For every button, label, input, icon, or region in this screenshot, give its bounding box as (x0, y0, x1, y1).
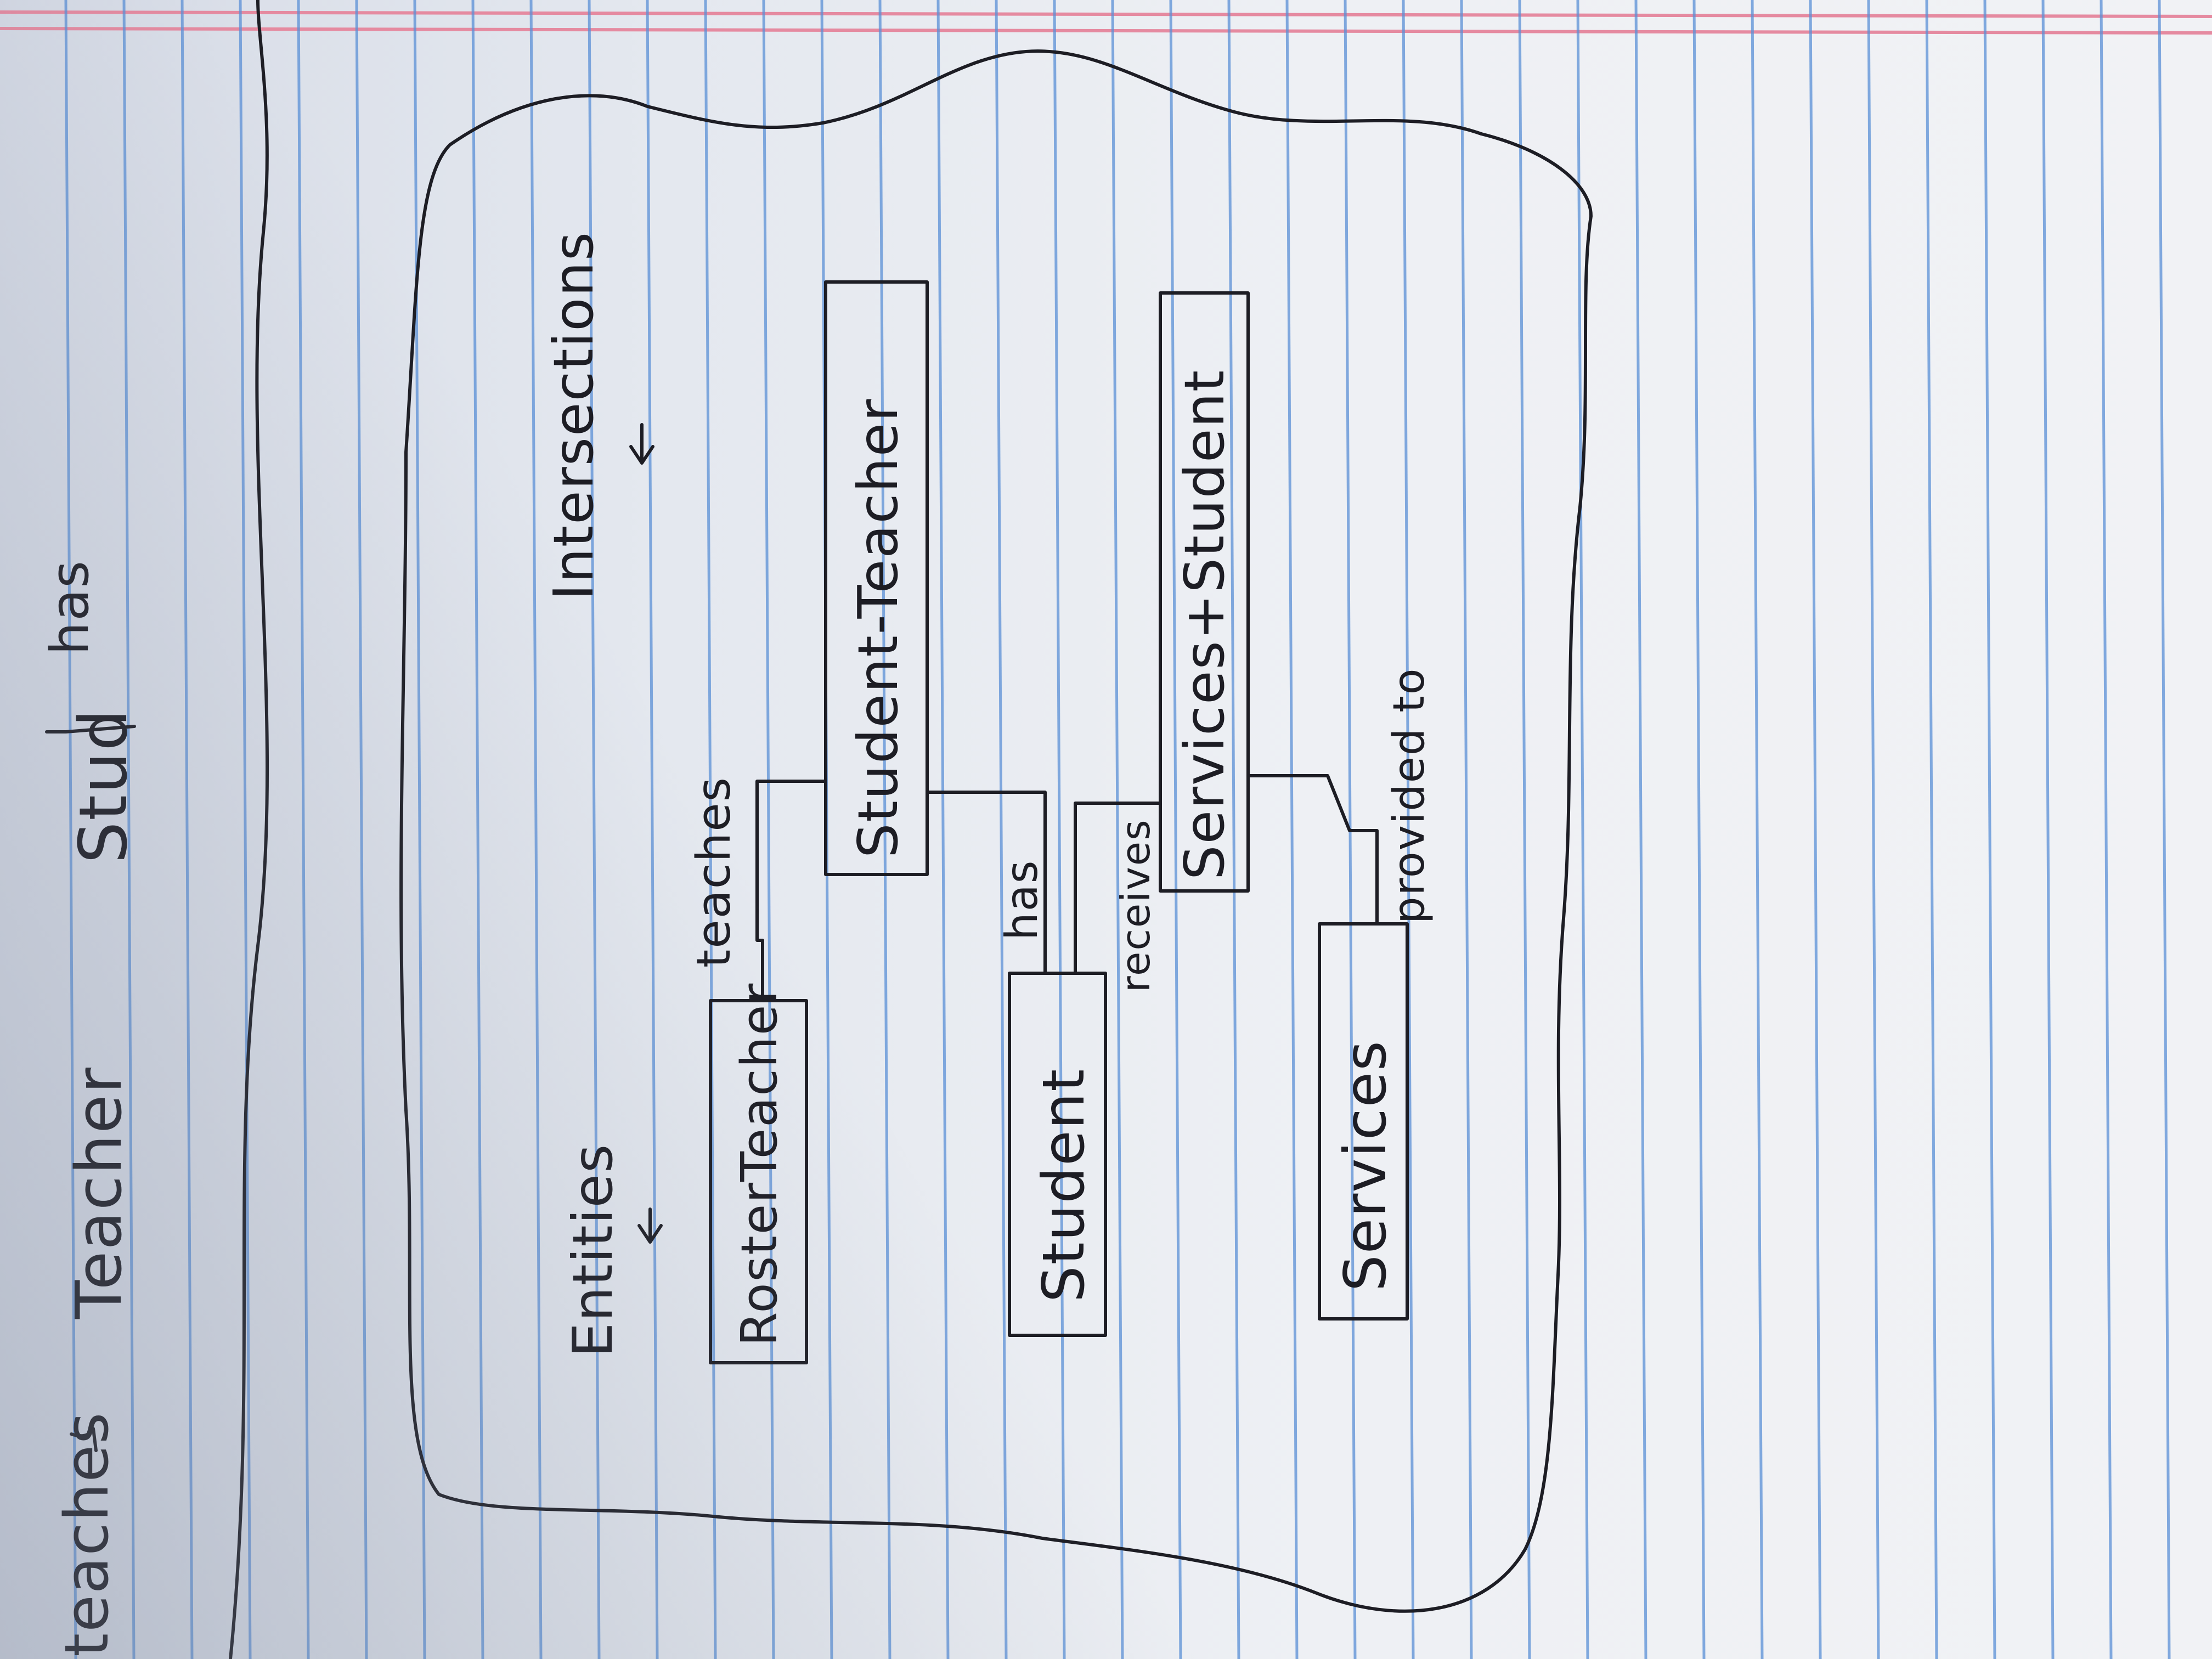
note-teaches: teaches (52, 1412, 122, 1657)
ruled-line (1751, 0, 1764, 1659)
entity-box-student (1008, 972, 1107, 1337)
intersection-box-student-teacher (824, 280, 929, 876)
ruled-line (122, 0, 136, 1659)
relationship-label-teaches: teaches (687, 776, 741, 968)
ruled-line (239, 0, 252, 1659)
ruled-line (878, 0, 891, 1659)
ruled-line (529, 0, 543, 1659)
bracket-has (45, 725, 136, 733)
ruled-line (762, 0, 775, 1659)
intersection-label-services-student: Services+Student (1172, 369, 1237, 880)
ruled-line (1692, 0, 1706, 1659)
ruled-line (2158, 0, 2171, 1659)
ruled-line (471, 0, 484, 1659)
ruled-line (995, 0, 1008, 1659)
note-stud: Stud (66, 708, 142, 864)
ruled-line (180, 0, 194, 1659)
ruled-line (704, 0, 717, 1659)
ruled-line (2100, 0, 2113, 1659)
ruled-line (1518, 0, 1531, 1659)
ruled-line (1576, 0, 1589, 1659)
heading-entities: Entities (561, 1143, 625, 1357)
margin-line (0, 10, 2212, 18)
intersection-box-services-student (1159, 291, 1250, 893)
left-sweep-stroke (229, 0, 269, 1659)
ruled-line (936, 0, 950, 1659)
ruled-line (1169, 0, 1182, 1659)
entity-box-services (1318, 922, 1409, 1321)
ruled-line (646, 0, 659, 1659)
intersection-label-student-teacher: Student-Teacher (846, 398, 910, 858)
connector-has (926, 791, 1047, 975)
ruled-line (297, 0, 310, 1659)
ruled-line (1983, 0, 1996, 1659)
heading-intersections: Intersections (541, 231, 606, 600)
relationship-label-receives: receives (1113, 819, 1159, 992)
ruled-line (1460, 0, 1473, 1659)
ruled-line (1285, 0, 1299, 1659)
connector-receives (1074, 802, 1162, 975)
relationship-label-has: has (996, 860, 1047, 940)
ruled-line (1867, 0, 1880, 1659)
ruled-line (588, 0, 601, 1659)
ruled-line (1053, 0, 1066, 1659)
note-teacher: Teacher (63, 1066, 136, 1319)
ruled-line (1634, 0, 1647, 1659)
entities-arrow (637, 1207, 663, 1244)
ruled-line (1227, 0, 1240, 1659)
margin-line (0, 27, 2212, 35)
relationship-label-provided-to: provided to (1385, 667, 1434, 924)
entity-label-services: Services (1332, 1040, 1399, 1291)
entity-label-student: Student (1030, 1068, 1097, 1302)
ruled-line (64, 0, 77, 1659)
entity-label-roster-teacher: RosterTeacher (731, 983, 788, 1346)
connector-provided-to (1246, 774, 1379, 926)
ruled-line (1402, 0, 1415, 1659)
intersections-arrow (629, 423, 654, 465)
entity-box-roster-teacher (709, 999, 808, 1364)
bracket-teaches (70, 1427, 98, 1452)
note-has: has (40, 560, 100, 655)
ruled-line (2041, 0, 2055, 1659)
ruled-line (1925, 0, 1938, 1659)
diagram-outline (399, 49, 1593, 1613)
connector-teaches (755, 780, 827, 1002)
ruled-line (355, 0, 368, 1659)
ruled-line (1809, 0, 1822, 1659)
ruled-line (1111, 0, 1124, 1659)
